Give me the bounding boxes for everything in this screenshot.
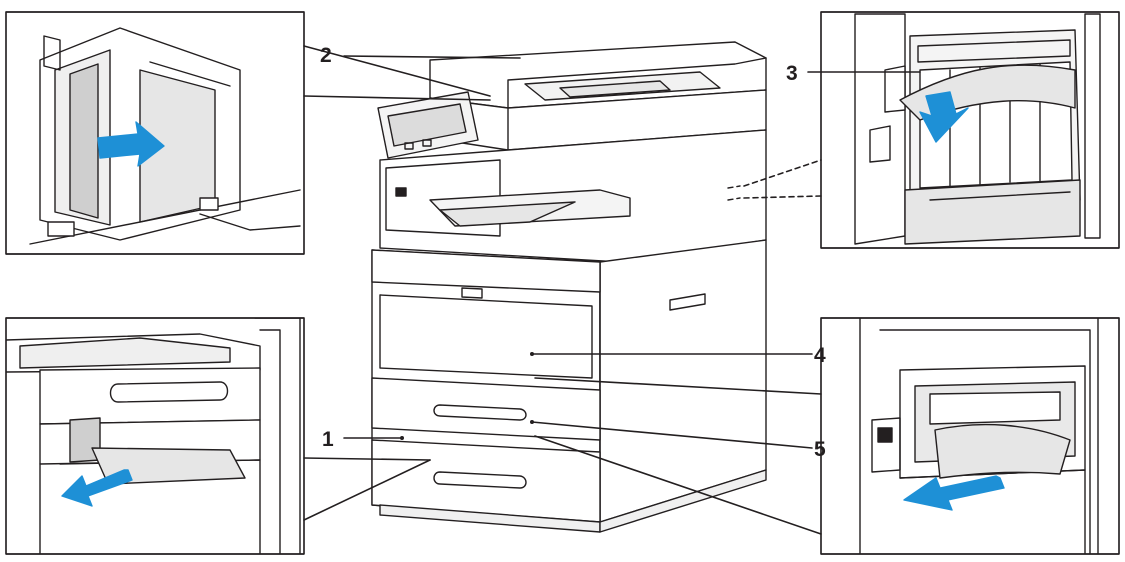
callout-4: 4 — [814, 344, 826, 367]
inset-fuser-area — [820, 11, 1120, 249]
callout-5: 5 — [814, 438, 826, 461]
callout-2: 2 — [320, 44, 332, 67]
pull-arrow-icon — [903, 475, 1005, 511]
pull-arrow-icon — [919, 91, 969, 143]
leader-lines — [303, 45, 921, 535]
callout-3: 3 — [786, 62, 798, 85]
callout-1: 1 — [322, 428, 334, 451]
pull-arrow-icon — [97, 121, 165, 167]
printer-illustration — [371, 41, 767, 533]
inset-tray-area — [820, 317, 1120, 555]
pull-arrow-icon — [61, 469, 133, 507]
inset-document-feeder — [5, 11, 305, 255]
inset-bypass-tray — [5, 317, 305, 555]
